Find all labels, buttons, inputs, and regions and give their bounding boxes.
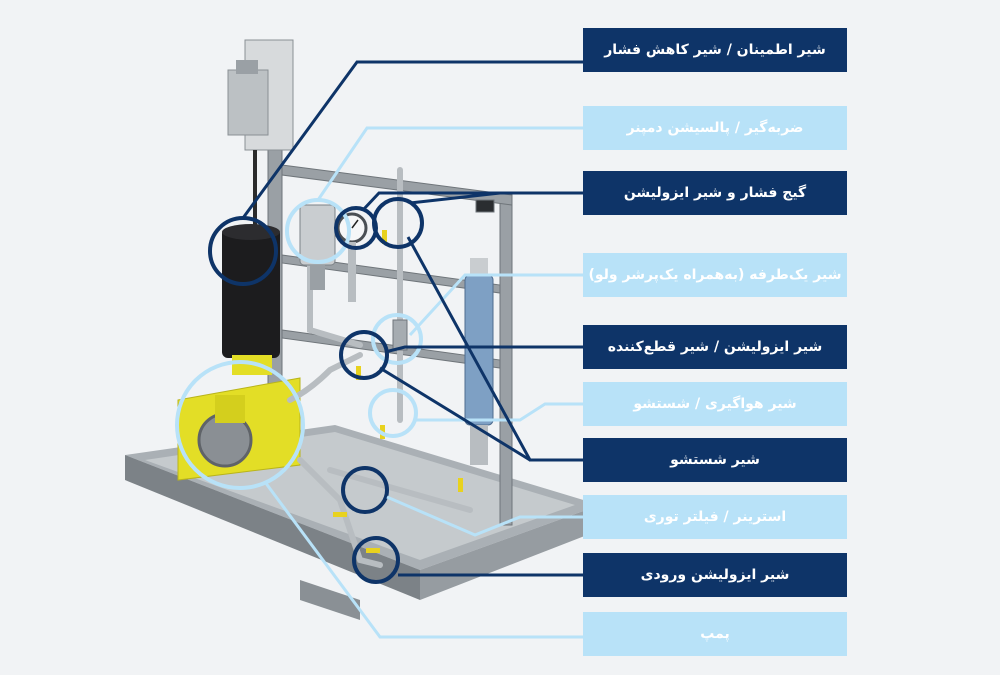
label-pump: پمپ xyxy=(583,612,847,656)
piping xyxy=(287,167,473,568)
pressure-gauge xyxy=(336,212,368,302)
leader-lines xyxy=(241,60,583,639)
label-pressure-gauge-isolation: گیج فشار و شیر ایزولیشن xyxy=(583,171,847,215)
calibration-column xyxy=(464,258,494,465)
motor xyxy=(222,224,280,375)
label-vent-flush: شیر هواگیری / شستشو xyxy=(583,382,847,426)
callout-circles xyxy=(175,197,424,584)
pulsation-dampener xyxy=(299,204,336,290)
label-isolation-shutoff: شیر ایزولیشن / شیر قطع‌کننده xyxy=(583,325,847,369)
check-valve xyxy=(392,319,408,351)
control-box xyxy=(227,39,294,250)
label-pulsation-dampener: ضربه‌گیر / پالسیشن دمپنر xyxy=(583,106,847,150)
label-inlet-isolation: شیر ایزولیشن ورودی xyxy=(583,553,847,597)
label-flush-valve: شیر شستشو xyxy=(583,438,847,482)
label-check-valve: شیر یک‌طرفه (به‌همراه یک‌پرشر ولو) xyxy=(583,253,847,297)
pump-body xyxy=(177,377,301,481)
label-relief-valve: شیر اطمینان / شیر کاهش فشار xyxy=(583,28,847,72)
label-strainer: استرینر / فیلتر توری xyxy=(583,495,847,539)
